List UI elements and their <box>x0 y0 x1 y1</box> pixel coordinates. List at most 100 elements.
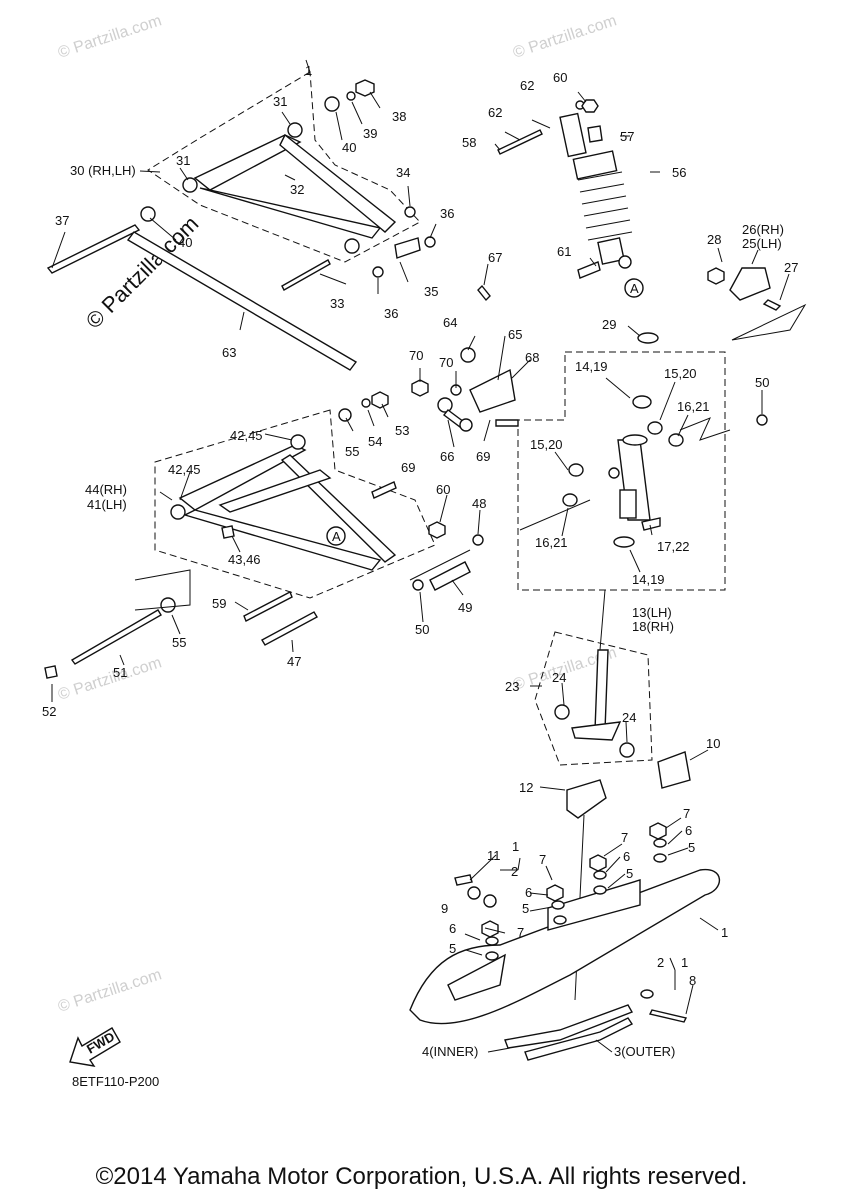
callout-label: 16,21 <box>677 399 710 414</box>
callout-label: 58 <box>462 135 476 150</box>
lower-a-arm <box>44 391 484 679</box>
callout-label: 68 <box>525 350 539 365</box>
callout-label: 29 <box>602 317 616 332</box>
callout-label: 12 <box>519 780 533 795</box>
callout-label: 39 <box>363 126 377 141</box>
callout-label: 6 <box>525 885 532 900</box>
callout-label: 8 <box>689 973 696 988</box>
callout-label: 59 <box>212 596 226 611</box>
callout-label: 54 <box>368 434 382 449</box>
bolts-and-rods <box>46 129 782 1023</box>
callout-label: 51 <box>113 665 127 680</box>
callout-label: 23 <box>505 679 519 694</box>
callout-label: 24 <box>552 670 566 685</box>
callout-label: 3(OUTER) <box>614 1044 675 1059</box>
callout-label: 49 <box>458 600 472 615</box>
callout-label: 36 <box>384 306 398 321</box>
callout-label: 36 <box>440 206 454 221</box>
callout-label: 53 <box>395 423 409 438</box>
callout-label: 69 <box>476 449 490 464</box>
ref-marker-circle <box>624 278 644 298</box>
ref-marker: A <box>630 281 639 296</box>
callout-label: 7 <box>621 830 628 845</box>
callout-label: 24 <box>622 710 636 725</box>
callout-label: 64 <box>443 315 457 330</box>
callout-label: 17,22 <box>657 539 690 554</box>
ski <box>409 822 721 1061</box>
callout-label: 18(RH) <box>632 619 674 634</box>
watermark: © Partzilla.com <box>56 12 164 61</box>
callout-label: 2 <box>511 864 518 879</box>
callout-label: 1 <box>512 839 519 854</box>
leader-lines <box>51 59 790 1053</box>
callout-label: 50 <box>415 622 429 637</box>
callout-label: 67 <box>488 250 502 265</box>
callout-label: 5 <box>522 901 529 916</box>
callout-label: 5 <box>626 866 633 881</box>
diagram-code: 8ETF110-P200 <box>72 1074 159 1089</box>
callout-label: 1 <box>681 955 688 970</box>
callout-label: 70 <box>409 348 423 363</box>
stabilizer-links <box>411 267 771 432</box>
callout-label: 25(LH) <box>742 236 782 251</box>
callout-label: 6 <box>449 921 456 936</box>
callout-label: 48 <box>472 496 486 511</box>
spindle-group-outline <box>517 351 726 591</box>
callout-label: 44(RH) <box>85 482 127 497</box>
callout-label: 47 <box>287 654 301 669</box>
spindle-arm-group-outline <box>534 631 653 766</box>
callout-label: 15,20 <box>530 437 563 452</box>
callout-label: 13(LH) <box>632 605 672 620</box>
callout-label: 15,20 <box>664 366 697 381</box>
callout-label: 65 <box>508 327 522 342</box>
callout-label: 43,46 <box>228 552 261 567</box>
callout-label: 4(INNER) <box>422 1044 478 1059</box>
ref-marker: A <box>332 529 341 544</box>
arm-bracket-outline <box>731 303 807 341</box>
callout-label: 9 <box>441 901 448 916</box>
callout-label: 55 <box>172 635 186 650</box>
callout-label: 31 <box>273 94 287 109</box>
callout-label: 56 <box>672 165 686 180</box>
callout-label: 37 <box>55 213 69 228</box>
callout-label: 33 <box>330 296 344 311</box>
callout-label: 41(LH) <box>87 497 127 512</box>
callout-label: 35 <box>424 284 438 299</box>
callout-label: 6 <box>685 823 692 838</box>
spindle-arm <box>554 589 691 1001</box>
upper-arm-group-outline <box>147 71 421 263</box>
callout-label: 63 <box>222 345 236 360</box>
callout-label: 70 <box>439 355 453 370</box>
callout-label: 30 (RH,LH) <box>70 163 136 178</box>
callout-label: 52 <box>42 704 56 719</box>
callout-label: 28 <box>707 232 721 247</box>
callout-label: 40 <box>342 140 356 155</box>
callout-label: 27 <box>784 260 798 275</box>
watermark: © Partzilla.com <box>56 966 164 1015</box>
callout-label: 1 <box>305 63 312 78</box>
callout-label: 10 <box>706 736 720 751</box>
callout-label: 1 <box>721 925 728 940</box>
watermark: © Partzilla.com <box>511 12 619 61</box>
callout-label: 2 <box>657 955 664 970</box>
callout-label: 7 <box>517 925 524 940</box>
callout-label: 5 <box>688 840 695 855</box>
callout-label: 38 <box>392 109 406 124</box>
lower-arm-group-outline <box>154 409 436 599</box>
spindle <box>409 332 768 581</box>
callout-label: 66 <box>440 449 454 464</box>
copyright-notice: ©2014 Yamaha Motor Corporation, U.S.A. A… <box>95 1163 748 1190</box>
watermark: © Partzilla.com <box>56 654 164 703</box>
callout-label: 62 <box>488 105 502 120</box>
callout-label: 57 <box>620 129 634 144</box>
callout-label: 5 <box>449 941 456 956</box>
callout-label: 42,45 <box>230 428 263 443</box>
reference-markers: A A <box>326 278 644 546</box>
shock-absorber <box>559 99 633 279</box>
callout-label: 7 <box>539 852 546 867</box>
callout-label: 7 <box>683 806 690 821</box>
callout-label: 40 <box>178 235 192 250</box>
callout-label: 62 <box>520 78 534 93</box>
callout-label: 31 <box>176 153 190 168</box>
